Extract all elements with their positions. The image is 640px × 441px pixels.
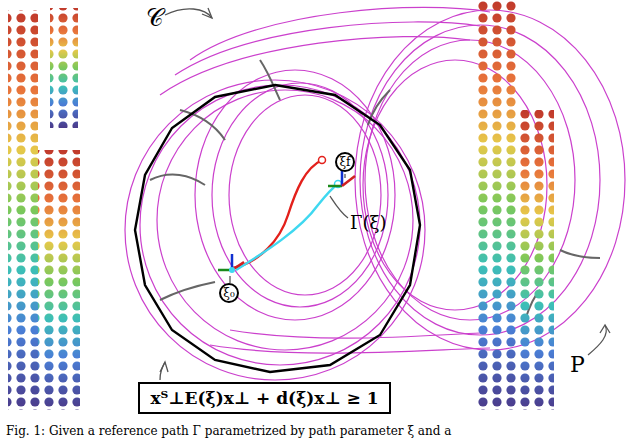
node-text: ξ₀ <box>223 287 234 299</box>
path-end-marker: ξf <box>335 152 355 172</box>
reference-path-red <box>233 160 322 268</box>
constraint-box: xᵀ⊥E(ξ)x⊥ + d(ξ)x⊥ ≥ 1 <box>138 382 391 414</box>
pointcloud-label: P <box>570 352 585 377</box>
figure-caption: Fig. 1: Given a reference path Γ paramet… <box>6 424 451 438</box>
point-cloud <box>8 0 554 410</box>
front-cross-section <box>135 85 420 372</box>
path-label: Γ(ξ) <box>350 212 386 233</box>
path-point <box>319 157 326 164</box>
frame-axes <box>218 170 355 270</box>
reference-path-cyan <box>236 184 338 270</box>
path-start-marker: ξ₀ <box>219 283 239 303</box>
node-text: xᵀ⊥E(ξ)x⊥ + d(ξ)x⊥ ≥ 1 <box>150 388 378 408</box>
node-text: ξf <box>339 156 350 168</box>
set-symbol: 𝒞 <box>146 4 164 32</box>
path-point <box>229 267 235 273</box>
